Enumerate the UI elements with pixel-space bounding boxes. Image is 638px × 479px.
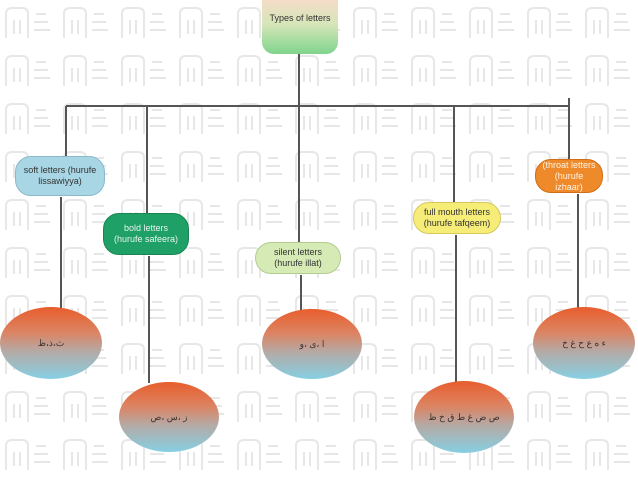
letters-oval-soft: ث،ذ،ظ xyxy=(0,307,102,379)
category-throat-letters: (throat letters (hurufe izhaar) xyxy=(535,159,603,193)
letters-text: ز ،س ،ص xyxy=(150,411,188,422)
letters-text: ء ه ع ح غ خ xyxy=(562,337,606,348)
letters-text: ا ،ی ،و xyxy=(299,338,325,349)
letters-text: ث،ذ،ظ xyxy=(37,337,65,348)
letters-text: ص ض غ ط ق خ ظ xyxy=(428,411,500,422)
category-bold-letters: bold letters (hurufe safeera) xyxy=(103,213,189,255)
category-soft-letters: soft letters (hurufe lissawiyya) xyxy=(15,156,105,196)
category-label: soft letters (hurufe lissawiyya) xyxy=(23,165,97,186)
category-label: full mouth letters (hurufe tafqeem) xyxy=(423,207,491,228)
title-node: Types of letters xyxy=(262,0,338,54)
category-label: silent letters (hurufe illat) xyxy=(273,247,323,268)
letters-oval-full-mouth: ص ض غ ط ق خ ظ xyxy=(414,381,514,453)
category-full-mouth-letters: full mouth letters (hurufe tafqeem) xyxy=(413,202,501,234)
title-text: Types of letters xyxy=(269,13,331,23)
category-silent-letters: silent letters (hurufe illat) xyxy=(255,242,341,274)
category-label: (throat letters (hurufe izhaar) xyxy=(542,159,596,192)
letters-oval-throat: ء ه ع ح غ خ xyxy=(533,307,635,379)
letters-oval-silent: ا ،ی ،و xyxy=(262,309,362,379)
letters-oval-bold: ز ،س ،ص xyxy=(119,382,219,452)
category-label: bold letters (hurufe safeera) xyxy=(113,223,179,244)
